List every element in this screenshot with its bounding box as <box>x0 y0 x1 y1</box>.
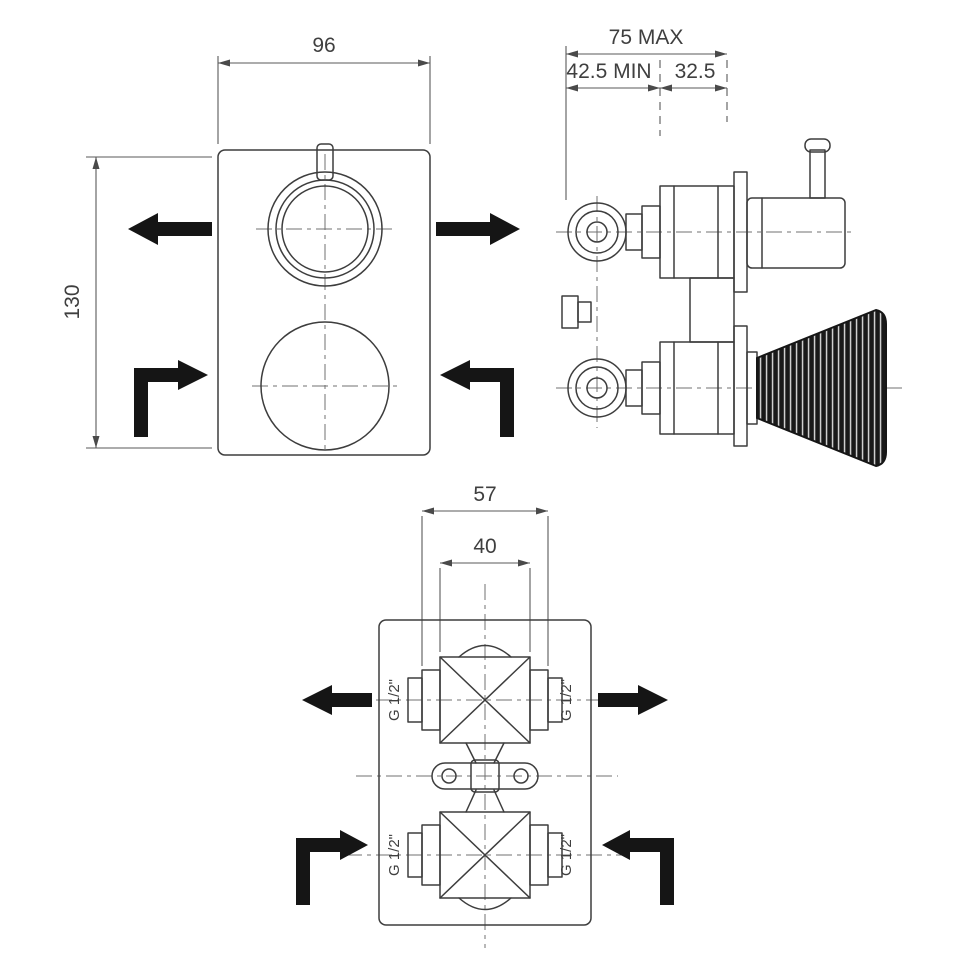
bottom-knob <box>260 321 390 451</box>
plan-inlet-arrow-right-icon <box>602 830 674 905</box>
front-view: 96 130 <box>61 34 520 456</box>
side-view: 75 MAX 42.5 MIN 32.5 <box>556 26 902 468</box>
lever-pin <box>809 149 826 199</box>
plan-outlet-arrow-left-icon <box>302 685 372 715</box>
center-union <box>431 762 539 790</box>
bottom-valve-body <box>439 811 531 899</box>
mounting-bracket <box>561 295 579 329</box>
dim-depth-max-label: 75 MAX <box>609 26 684 49</box>
plan-inlet-arrow-left-icon <box>296 830 368 905</box>
top-handle-inner <box>281 185 369 273</box>
body-column <box>689 277 735 343</box>
top-handle-ring <box>275 179 375 279</box>
port-label-top-right: G 1/2" <box>558 679 575 721</box>
dim-front-height-label: 130 <box>61 284 84 319</box>
dim-depth-offset-label: 32.5 <box>675 60 716 83</box>
outlet-arrow-right-icon <box>436 213 520 245</box>
knurled-handle <box>756 308 887 468</box>
dim-depth-min-label: 42.5 MIN <box>566 60 651 83</box>
dim-plan-outer-label: 57 <box>473 483 496 506</box>
dim-plan-inner-label: 40 <box>473 535 496 558</box>
plan-outlet-arrow-right-icon <box>598 685 668 715</box>
faceplate-front <box>217 149 431 456</box>
top-valve-body <box>439 656 531 744</box>
top-handle-outer <box>267 171 383 287</box>
outlet-arrow-left-icon <box>128 213 212 245</box>
faceplate-plan <box>378 619 592 926</box>
inlet-arrow-left-icon <box>134 360 208 437</box>
dim-front-width-label: 96 <box>312 34 335 57</box>
plan-view: 57 40 G 1/2" G 1/2" <box>296 483 674 948</box>
port-label-bottom-right: G 1/2" <box>558 834 575 876</box>
top-control-cylinder <box>746 197 846 269</box>
port-label-top-left: G 1/2" <box>386 679 403 721</box>
port-label-bottom-left: G 1/2" <box>386 834 403 876</box>
inlet-arrow-right-icon <box>440 360 514 437</box>
lever-pin-cap <box>804 138 831 153</box>
bottom-escutcheon <box>733 325 748 447</box>
